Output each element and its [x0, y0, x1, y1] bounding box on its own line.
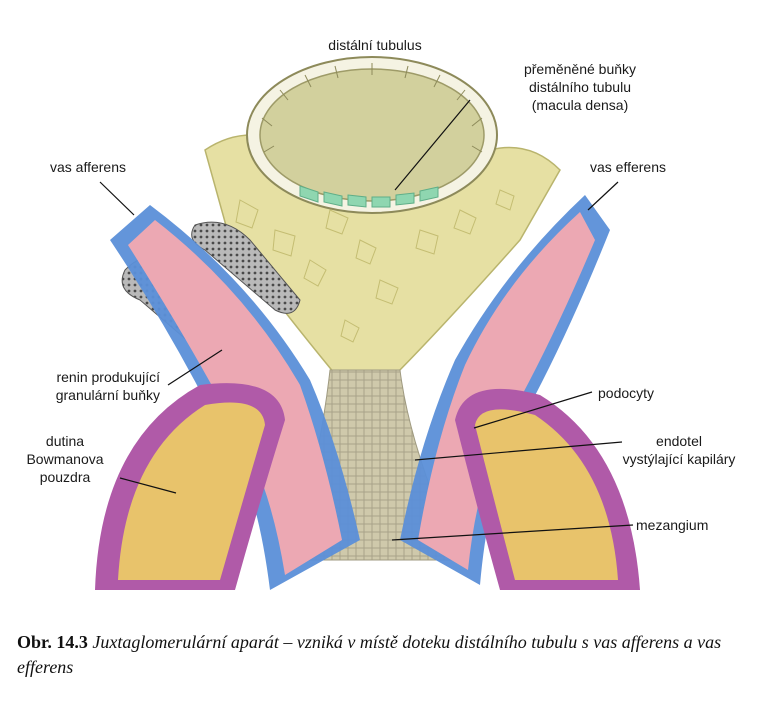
- label-endothelium: endotel vystýlající kapiláry: [604, 432, 754, 468]
- label-bowman-cavity: dutina Bowmanova pouzdra: [15, 432, 115, 486]
- bowman-capsule-right: [455, 389, 640, 590]
- leader-vas-efferens: [588, 182, 618, 210]
- label-macula-densa: přeměněné buňky distálního tubulu (macul…: [500, 60, 660, 114]
- label-distal-tubule: distální tubulus: [300, 36, 450, 54]
- figure-caption: Obr. 14.3 Juxtaglomerulární aparát – vzn…: [17, 630, 747, 680]
- caption-number: Obr. 14.3: [17, 632, 88, 652]
- leader-vas-afferens: [100, 182, 134, 215]
- label-vas-afferens: vas afferens: [50, 158, 126, 176]
- label-podocytes: podocyty: [598, 384, 654, 402]
- distal-tubule: [247, 57, 497, 213]
- bowman-capsule-left: [95, 383, 285, 590]
- label-renin-cells: renin produkující granulární buňky: [10, 368, 160, 404]
- label-mesangium: mezangium: [636, 516, 708, 534]
- caption-text: Juxtaglomerulární aparát – vzniká v míst…: [17, 632, 721, 677]
- label-vas-efferens: vas efferens: [590, 158, 666, 176]
